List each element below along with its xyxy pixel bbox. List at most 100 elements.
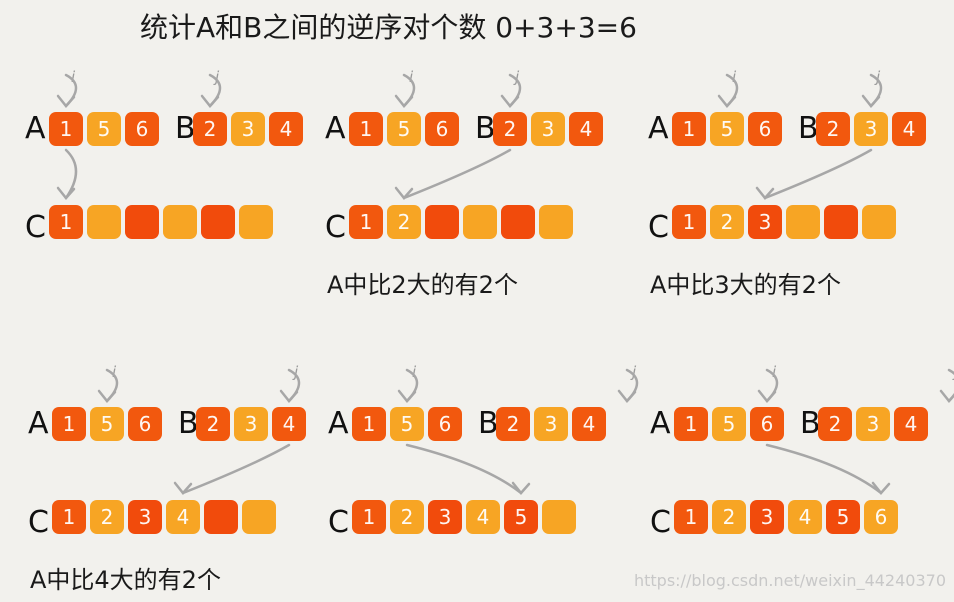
array-b-cell: 4	[569, 112, 603, 146]
array-label-c: C	[325, 210, 346, 245]
pointer-j-arrow-head	[939, 389, 954, 403]
array-label-a: A	[325, 111, 346, 146]
cell-value: 3	[138, 505, 152, 529]
array-c-cell: 3	[750, 500, 784, 534]
step-caption: A中比4大的有2个	[30, 566, 221, 594]
array-b-cell: 3	[854, 112, 888, 146]
array-a-cell: 6	[125, 112, 159, 146]
pointer-j-arrow-head	[861, 94, 881, 108]
cell-value: 4	[904, 412, 918, 436]
array-c-cell: 1	[672, 205, 706, 239]
cell-value: 2	[826, 117, 840, 141]
array-a-cell: 1	[49, 112, 83, 146]
array-c-cell: 5	[504, 500, 538, 534]
pointer-j-arrow-head	[279, 389, 299, 403]
array-c: 1	[49, 205, 277, 239]
pointer-i-label: i	[409, 68, 414, 86]
array-a-cell: 1	[349, 112, 383, 146]
array-c-cell: 4	[166, 500, 200, 534]
pointer-i-arrow-head	[757, 389, 777, 403]
array-c-cell: 6	[864, 500, 898, 534]
step-caption: A中比2大的有2个	[327, 271, 518, 299]
cell-value: 2	[720, 210, 734, 234]
array-c-cell	[463, 205, 497, 239]
cell-value: 3	[864, 117, 878, 141]
array-c-cell	[539, 205, 573, 239]
array-a-cell: 6	[128, 407, 162, 441]
array-c-cell: 1	[674, 500, 708, 534]
pointer-j-label: j	[632, 363, 637, 381]
array-a-cell: 6	[428, 407, 462, 441]
pointer-i-arrow-head	[56, 94, 76, 108]
cell-value: 2	[203, 117, 217, 141]
cell-value: 5	[836, 505, 850, 529]
pointer-i-label: i	[732, 68, 737, 86]
cell-value: 3	[544, 412, 558, 436]
cell-value: 1	[359, 117, 373, 141]
array-b-cell: 3	[534, 407, 568, 441]
array-b-cell: 2	[816, 112, 850, 146]
pointer-i-label: i	[112, 363, 117, 381]
array-c-cell: 3	[428, 500, 462, 534]
cell-value: 3	[438, 505, 452, 529]
cell-value: 4	[279, 117, 293, 141]
cell-value: 6	[760, 412, 774, 436]
cell-value: 4	[798, 505, 812, 529]
pointer-j-label: j	[215, 68, 220, 86]
cell-value: 5	[397, 117, 411, 141]
array-label-b: B	[175, 111, 196, 146]
pointer-j-arrow-head	[500, 94, 520, 108]
pointer-i-label: i	[71, 68, 76, 86]
pointer-i-arrow-head	[97, 389, 117, 403]
pointer-j-arrow-head	[617, 389, 637, 403]
cell-value: 2	[828, 412, 842, 436]
cell-value: 1	[62, 412, 76, 436]
cell-value: 4	[476, 505, 490, 529]
array-b-cell: 4	[269, 112, 303, 146]
array-b-cell: 3	[531, 112, 565, 146]
cell-value: 1	[682, 210, 696, 234]
array-b-cell: 2	[196, 407, 230, 441]
array-a-cell: 1	[674, 407, 708, 441]
move-arrow-5	[765, 443, 883, 495]
cell-value: 1	[59, 117, 73, 141]
array-c-cell	[125, 205, 159, 239]
watermark: https://blog.csdn.net/weixin_44240370	[633, 571, 946, 590]
array-c-cell: 2	[712, 500, 746, 534]
cell-value: 6	[758, 117, 772, 141]
array-b-cell: 3	[856, 407, 890, 441]
array-b-cell: 2	[493, 112, 527, 146]
cell-value: 1	[359, 210, 373, 234]
pointer-j-label: j	[294, 363, 299, 381]
array-label-b: B	[478, 406, 499, 441]
array-a-cell: 5	[90, 407, 124, 441]
array-c-cell	[862, 205, 896, 239]
array-a-cell: 5	[390, 407, 424, 441]
move-arrow-0	[64, 148, 78, 200]
array-a-cell: 1	[352, 407, 386, 441]
array-c-cell: 5	[826, 500, 860, 534]
cell-value: 5	[720, 117, 734, 141]
array-label-a: A	[650, 406, 671, 441]
array-c-cell	[163, 205, 197, 239]
array-label-a: A	[328, 406, 349, 441]
array-c-cell	[87, 205, 121, 239]
array-c-cell	[824, 205, 858, 239]
cell-value: 1	[362, 505, 376, 529]
array-c-cell	[204, 500, 238, 534]
cell-value: 2	[506, 412, 520, 436]
array-a-cell: 5	[712, 407, 746, 441]
pointer-j-label: j	[876, 68, 881, 86]
cell-value: 2	[397, 210, 411, 234]
diagram-title: 统计A和B之间的逆序对个数 0+3+3=6	[140, 11, 637, 44]
